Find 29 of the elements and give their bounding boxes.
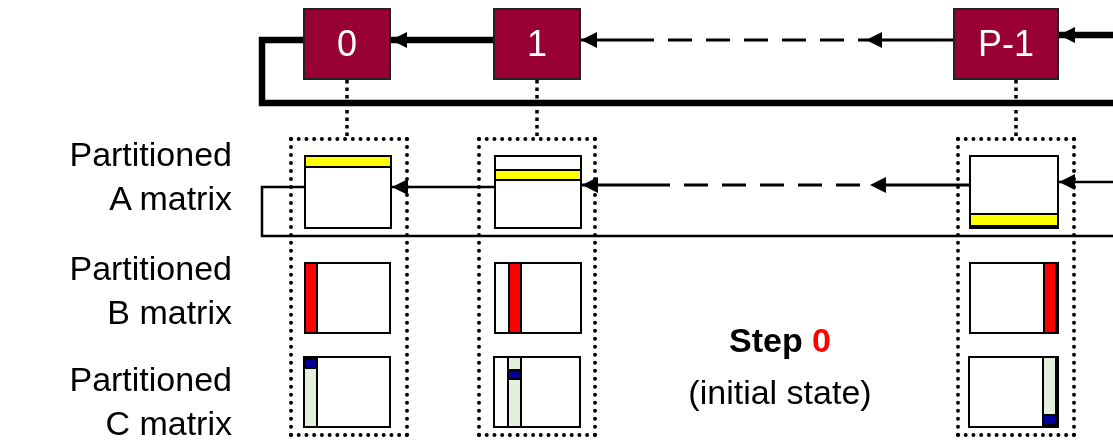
dotted-line [535,80,539,137]
dotted-line [1014,80,1018,137]
dotted-line [345,80,349,137]
row-label: Partitioned A matrix [68,134,232,219]
row-label: Partitioned B matrix [68,248,232,333]
matrix-block [303,356,391,428]
dotted-group-frame [289,137,409,437]
arrow [581,32,953,48]
processor-box: P-1 [953,8,1059,80]
arrow [1059,174,1113,190]
matrix-block [304,155,392,229]
dotted-group-frame [956,137,1076,437]
arrow [582,177,969,193]
matrix-block [968,356,1059,428]
matrix-block [493,356,581,428]
matrix-block [494,262,582,334]
matrix-block [969,262,1059,334]
dotted-group-frame [477,137,597,437]
step-heading: Step 0 [727,320,832,361]
processor-box: 1 [493,8,581,80]
step-note: (initial state) [687,372,873,413]
row-label: Partitioned C matrix [68,359,232,444]
processor-box: 0 [303,8,391,80]
arrow [391,32,493,48]
arrow [392,179,494,195]
matrix-block [494,155,582,229]
matrix-block [969,155,1059,229]
matrix-block [304,262,391,334]
arrow [1059,27,1113,43]
